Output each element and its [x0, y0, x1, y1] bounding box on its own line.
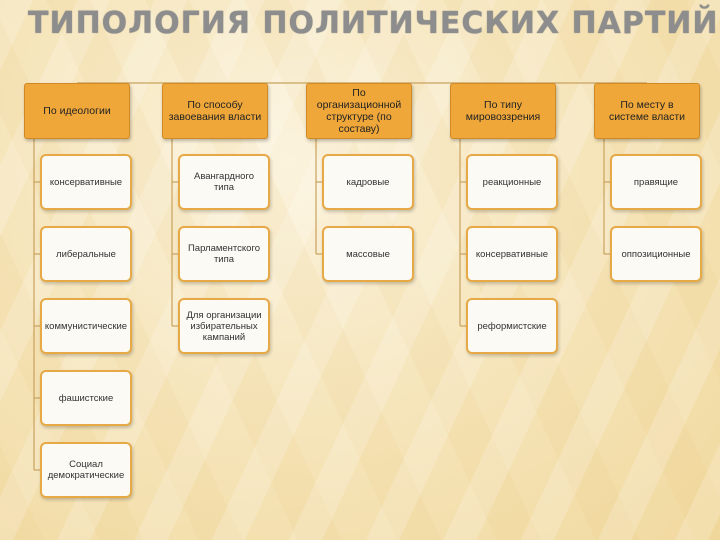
column-header-0: По идеологии [24, 83, 130, 139]
category-item-4-0: правящие [610, 154, 702, 210]
category-item-0-2: коммунистические [40, 298, 132, 354]
category-item-3-1: консервативные [466, 226, 558, 282]
category-item-1-1: Парламентского типа [178, 226, 270, 282]
category-item-2-0: кадровые [322, 154, 414, 210]
category-item-1-2: Для организации избирательных кампаний [178, 298, 270, 354]
slide-title: ТИПОЛОГИЯ ПОЛИТИЧЕСКИХ ПАРТИЙ [28, 6, 719, 41]
column-header-1: По способу завоевания власти [162, 83, 268, 139]
category-item-3-2: реформистские [466, 298, 558, 354]
column-header-3: По типу мировоззрения [450, 83, 556, 139]
category-item-0-3: фашистские [40, 370, 132, 426]
column-header-2: По организационной структуре (по составу… [306, 83, 412, 139]
category-item-0-4: Социал демократические [40, 442, 132, 498]
category-item-0-0: консервативные [40, 154, 132, 210]
column-header-4: По месту в системе власти [594, 83, 700, 139]
category-item-0-1: либеральные [40, 226, 132, 282]
category-item-3-0: реакционные [466, 154, 558, 210]
category-item-1-0: Авангардного типа [178, 154, 270, 210]
category-item-2-1: массовые [322, 226, 414, 282]
category-item-4-1: оппозиционные [610, 226, 702, 282]
